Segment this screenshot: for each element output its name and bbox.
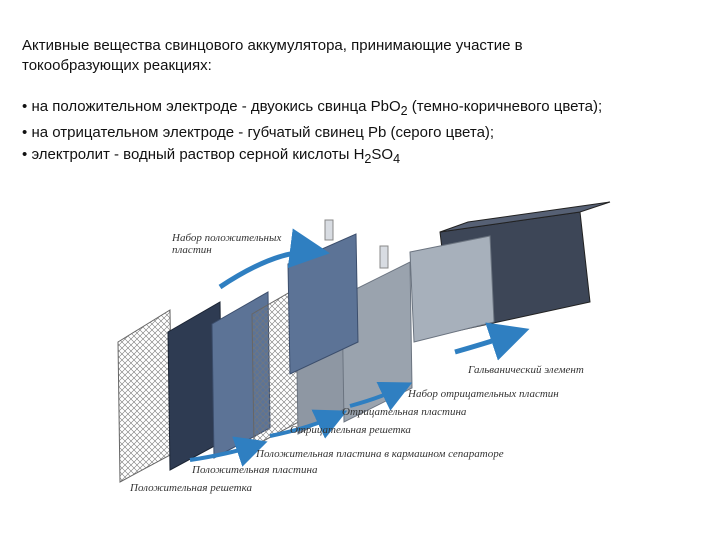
positive-set-shape	[287, 233, 359, 375]
label-negative-plate: Отрицательная пластина	[342, 406, 467, 418]
label-positive-grid: Положительная решетка	[130, 482, 252, 494]
bullet-mark: •	[22, 98, 28, 115]
label-positive-plate: Положительная пластина	[192, 464, 318, 476]
intro-line-2: токообразующих реакциях:	[22, 57, 212, 74]
bullet-text: на отрицательном электроде - губчатый св…	[31, 124, 495, 141]
positive-grid-shape	[117, 309, 173, 483]
label-positive-set: Набор положительных пластин	[172, 232, 282, 256]
bullet-text-mid: SO	[371, 146, 394, 163]
bullet-text-end: (темно-коричневого цвета);	[407, 98, 603, 115]
bullet-item-negative: • на отрицательном электроде - губчатый …	[22, 122, 712, 144]
subscript: 2	[400, 104, 408, 118]
flow-arrow-bottom-3	[349, 381, 413, 411]
positive-terminal	[324, 219, 334, 241]
bullet-list: • на положительном электроде - двуокись …	[22, 96, 712, 170]
subscript: 2	[364, 152, 372, 166]
label-galvanic-cell: Гальванический элемент	[468, 364, 584, 376]
bullet-mark: •	[22, 146, 28, 163]
bullet-text: электролит - водный раствор серной кисло…	[31, 146, 365, 163]
subscript-2: 4	[393, 152, 401, 166]
bullet-mark: •	[22, 124, 28, 141]
battery-lid-shape	[439, 201, 611, 233]
flow-arrow-right	[454, 322, 530, 361]
flow-arrow-top	[218, 228, 330, 290]
flow-arrow-bottom-1	[189, 436, 268, 467]
galvanic-cell-shape	[409, 235, 495, 343]
negative-terminal	[379, 245, 389, 269]
label-negative-set: Набор отрицательных пластин	[408, 388, 559, 400]
battery-illustration	[117, 201, 611, 483]
label-negative-grid: Отрицательная решетка	[290, 424, 411, 436]
bullet-text: на положительном электроде - двуокись св…	[31, 98, 401, 115]
flow-arrow-bottom-2	[269, 409, 348, 439]
bullet-item-electrolyte: • электролит - водный раствор серной кис…	[22, 144, 712, 170]
label-positive-plate-separator: Положительная пластина в кармашном сепар…	[256, 448, 504, 460]
bullet-item-positive: • на положительном электроде - двуокись …	[22, 96, 712, 122]
battery-exploded-figure: Набор положительных пластин Гальваническ…	[110, 192, 630, 502]
intro-line-1: Активные вещества свинцового аккумулятор…	[22, 37, 523, 54]
intro-text: Активные вещества свинцового аккумулятор…	[22, 36, 702, 76]
